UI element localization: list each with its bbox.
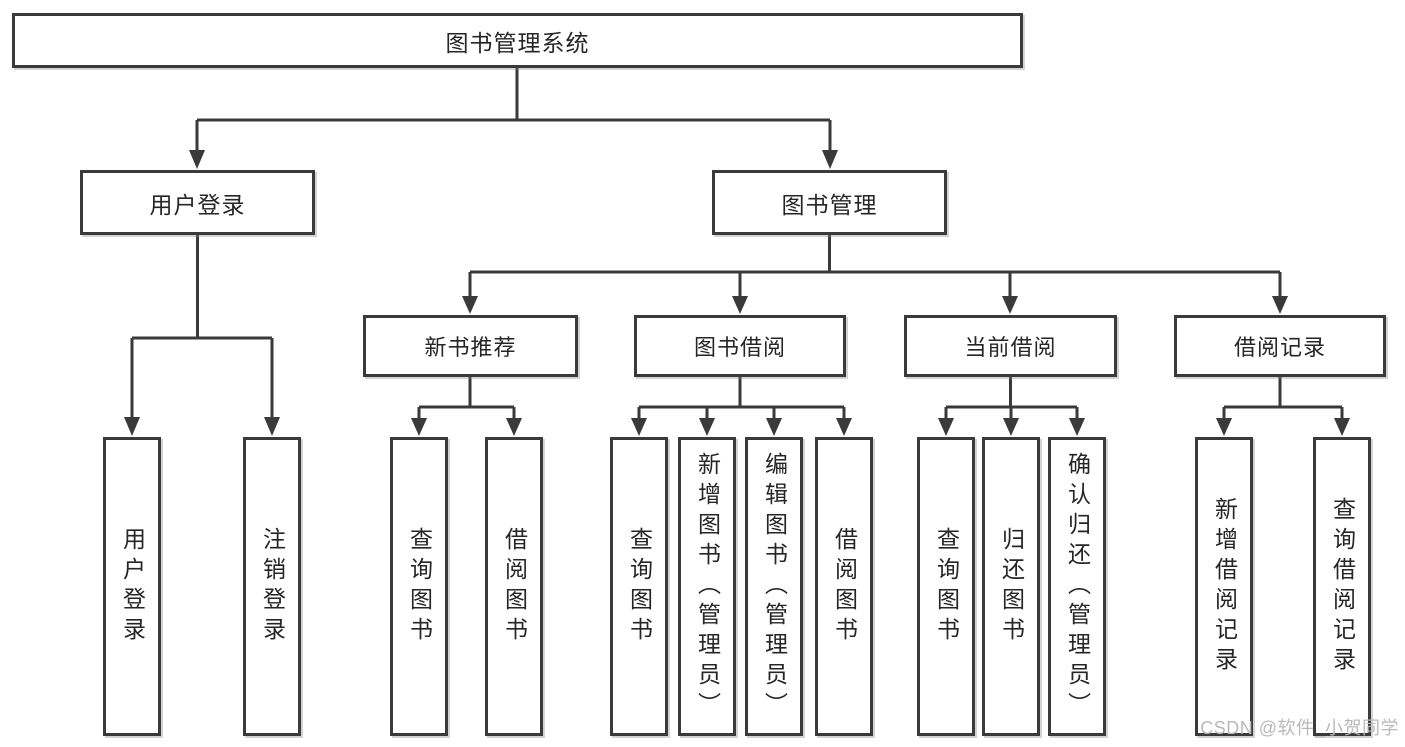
- node-book-borrowing: 图书借阅: [634, 315, 846, 377]
- node-label: 图书管理系统: [445, 29, 590, 56]
- leaf-records-add-borrow-record: 新增借阅记录: [1195, 437, 1253, 736]
- connector-new-book-children: [417, 377, 516, 419]
- arrowheads: [124, 150, 1350, 436]
- leaf-label: 新增图书（管理员）: [694, 451, 721, 722]
- node-borrow-records: 借阅记录: [1174, 315, 1386, 377]
- leaf-current-query-books: 查询图书: [917, 437, 975, 736]
- connector-root-to-level1: [195, 68, 832, 151]
- leaf-current-return-books: 归还图书: [982, 437, 1040, 736]
- leaf-label: 确认归还（管理员）: [1064, 451, 1091, 722]
- connector-current-borrow-children: [944, 377, 1079, 419]
- leaf-label: 用户登录: [119, 526, 146, 647]
- leaf-newbook-borrow-books: 借阅图书: [485, 437, 543, 736]
- node-root-library-management-system: 图书管理系统: [12, 13, 1023, 68]
- leaf-user-login: 用户登录: [103, 437, 161, 736]
- leaf-label: 借阅图书: [831, 526, 858, 647]
- leaf-label: 借阅图书: [501, 526, 528, 647]
- node-new-book-recommendation: 新书推荐: [363, 315, 578, 377]
- node-label: 当前借阅: [964, 335, 1057, 360]
- leaf-label: 编辑图书（管理员）: [761, 451, 788, 722]
- connector-user-login-children: [130, 235, 274, 418]
- leaf-label: 注销登录: [259, 526, 286, 647]
- node-label: 图书借阅: [693, 335, 786, 360]
- node-book-management: 图书管理: [712, 170, 947, 235]
- leaf-newbook-query-books: 查询图书: [390, 437, 448, 736]
- leaf-borrow-borrow-books: 借阅图书: [815, 437, 873, 736]
- node-label: 用户登录: [149, 191, 246, 218]
- leaf-label: 新增借阅记录: [1211, 496, 1238, 677]
- leaf-borrow-query-books: 查询图书: [610, 437, 668, 736]
- leaf-label: 查询图书: [406, 526, 433, 647]
- leaf-records-query-borrow-record: 查询借阅记录: [1313, 437, 1371, 736]
- leaf-current-confirm-return-admin: 确认归还（管理员）: [1048, 437, 1106, 736]
- leaf-label: 查询借阅记录: [1329, 496, 1356, 677]
- leaf-label: 归还图书: [998, 526, 1025, 647]
- leaf-borrow-edit-books-admin: 编辑图书（管理员）: [745, 437, 803, 736]
- csdn-watermark: CSDN @软件_小贺同学: [1200, 718, 1399, 738]
- connector-book-borrow-children: [637, 377, 846, 419]
- connector-book-management-groups: [468, 235, 1282, 296]
- leaf-label: 查询图书: [933, 526, 960, 647]
- node-label: 新书推荐: [424, 335, 517, 360]
- node-label: 图书管理: [781, 191, 878, 218]
- leaf-borrow-add-books-admin: 新增图书（管理员）: [678, 437, 736, 736]
- node-user-login: 用户登录: [80, 170, 315, 235]
- node-label: 借阅记录: [1233, 335, 1326, 360]
- connector-borrow-records-children: [1222, 377, 1344, 419]
- leaf-label: 查询图书: [626, 526, 653, 647]
- leaf-logout: 注销登录: [243, 437, 301, 736]
- node-current-borrowing: 当前借阅: [904, 315, 1117, 377]
